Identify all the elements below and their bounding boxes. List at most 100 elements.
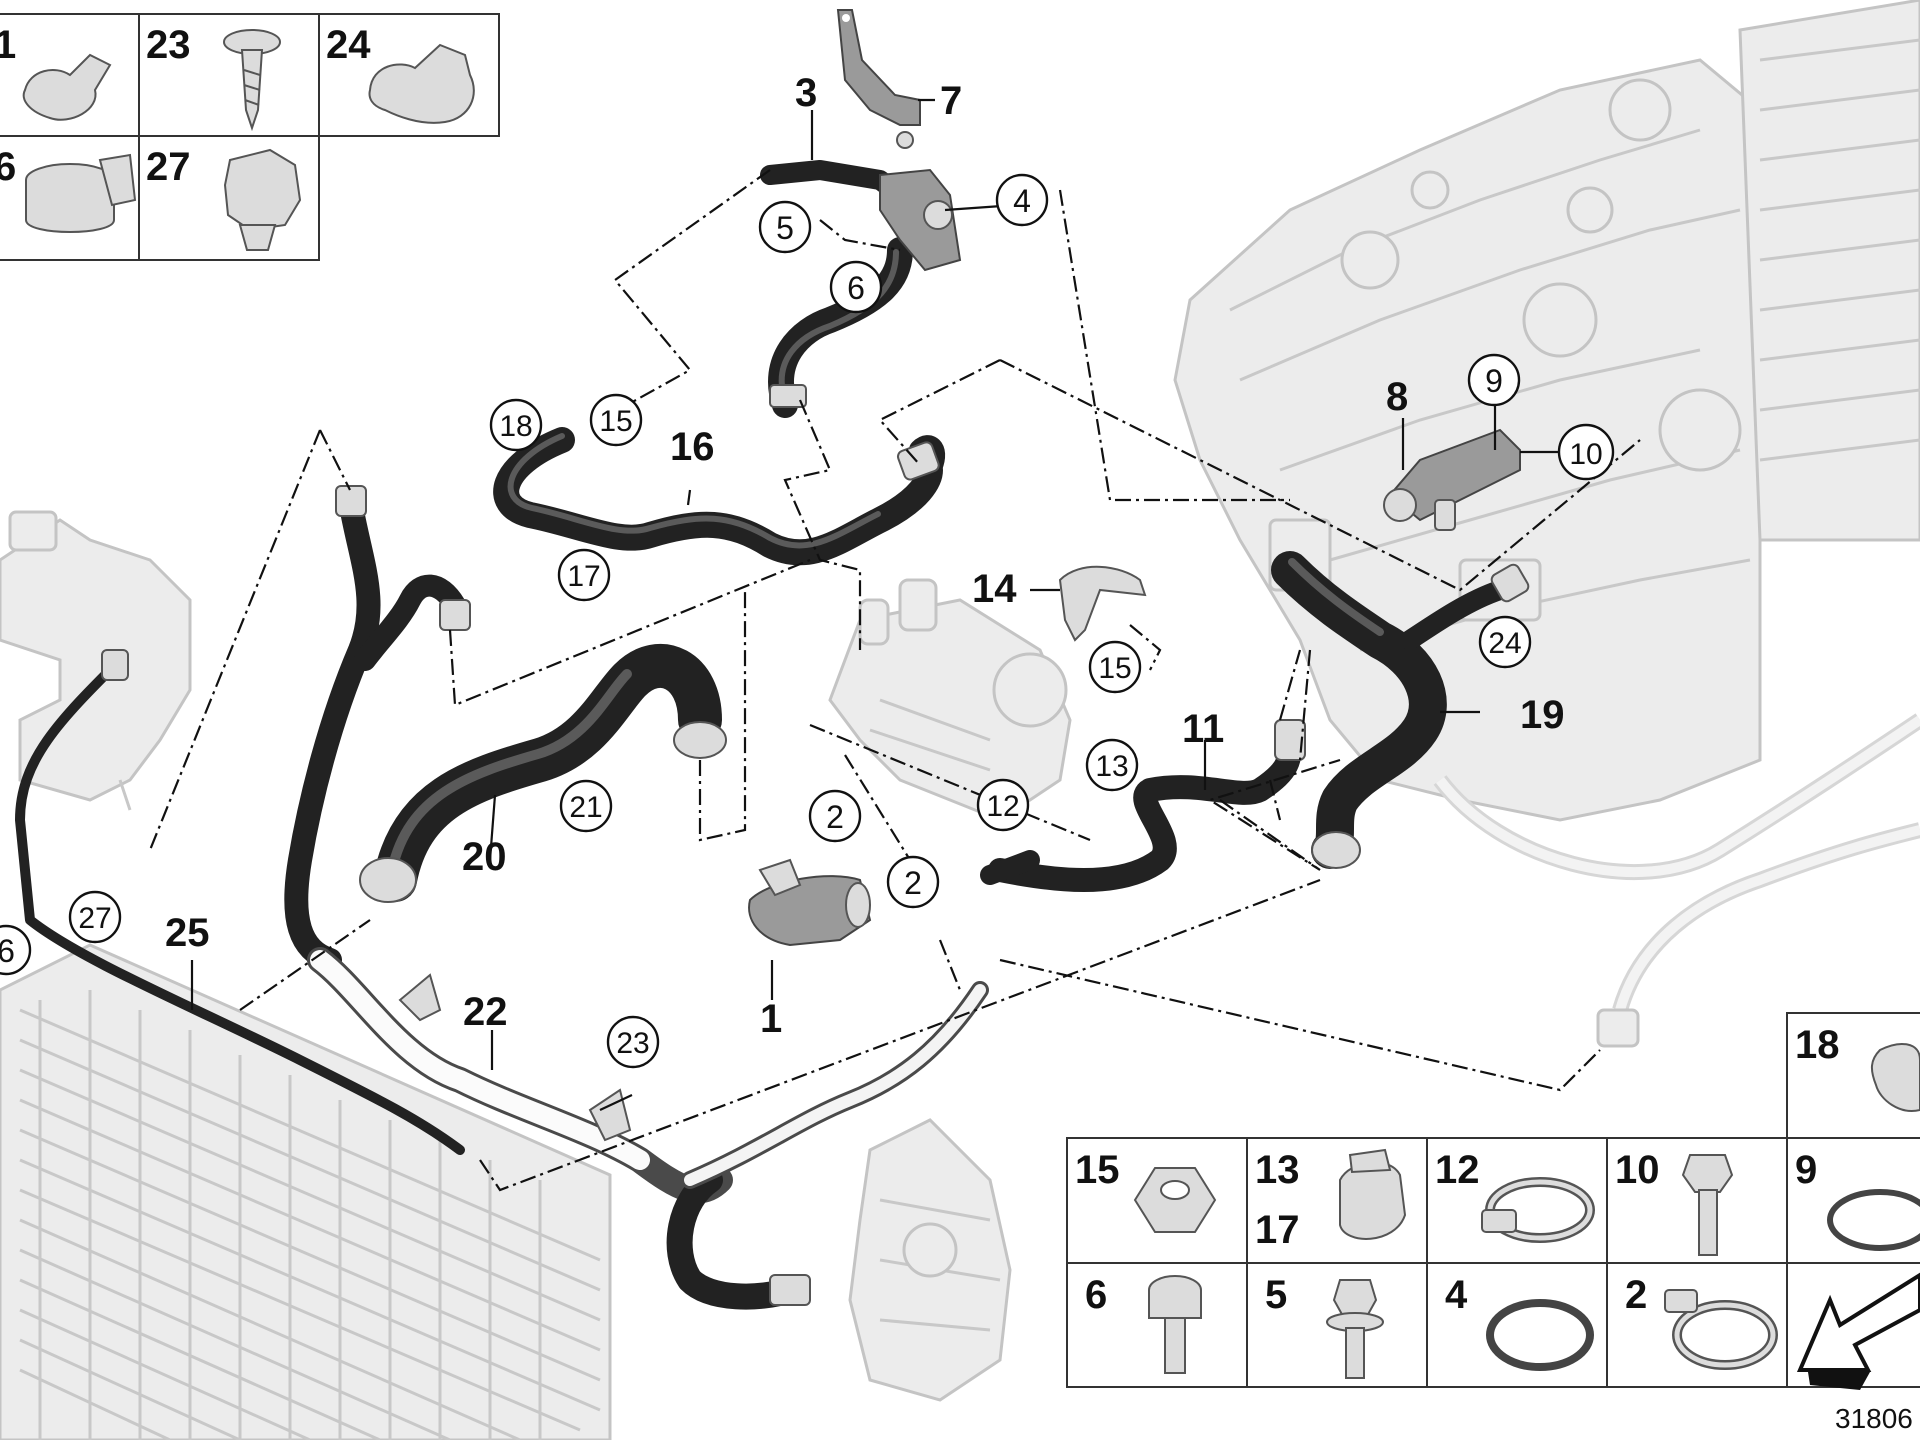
circled-callout-24: 24 bbox=[1478, 615, 1532, 669]
circled-callout-18: 18 bbox=[489, 398, 543, 452]
circled-callout-17: 17 bbox=[557, 548, 611, 602]
svg-text:2: 2 bbox=[826, 799, 844, 835]
circled-callout-4: 4 bbox=[995, 173, 1049, 227]
svg-text:18: 18 bbox=[1795, 1023, 1840, 1067]
callout-25: 25 bbox=[165, 911, 210, 955]
svg-text:17: 17 bbox=[567, 560, 600, 593]
circled-callout-13: 13 bbox=[1085, 738, 1139, 792]
circled-callout-21: 21 bbox=[559, 779, 613, 833]
svg-text:13: 13 bbox=[1255, 1148, 1300, 1192]
svg-text:6: 6 bbox=[0, 933, 15, 969]
legend-cell-15: 15 bbox=[1075, 1148, 1217, 1233]
callout-20: 20 bbox=[462, 835, 507, 879]
svg-text:6: 6 bbox=[0, 145, 16, 189]
svg-text:12: 12 bbox=[986, 790, 1019, 823]
svg-text:4: 4 bbox=[1013, 183, 1031, 219]
circled-callout-15-mid: 15 bbox=[1088, 640, 1142, 694]
callout-7: 7 bbox=[940, 79, 962, 123]
svg-text:18: 18 bbox=[499, 410, 532, 443]
radiator-ghost bbox=[0, 943, 612, 1440]
svg-text:9: 9 bbox=[1485, 363, 1503, 399]
circled-callout-15-top: 15 bbox=[589, 393, 643, 447]
legend-cell-6-bottom: 6 bbox=[1085, 1273, 1202, 1374]
legend-cell-27: 27 bbox=[146, 145, 302, 251]
legend-cell-23: 23 bbox=[146, 23, 281, 132]
legend-cell-18: 18 bbox=[1795, 1023, 1920, 1112]
svg-text:21: 21 bbox=[569, 791, 602, 824]
circled-callout-6-top: 6 bbox=[829, 260, 883, 314]
svg-text:23: 23 bbox=[146, 23, 191, 67]
assembly-dash-lines bbox=[148, 169, 1641, 1192]
callout-16: 16 bbox=[670, 425, 715, 469]
svg-text:9: 9 bbox=[1795, 1148, 1817, 1192]
hose-part-20 bbox=[359, 643, 727, 903]
bracket-part-7 bbox=[836, 9, 921, 149]
svg-text:23: 23 bbox=[616, 1027, 649, 1060]
engine-block-ghost bbox=[1173, 58, 1762, 822]
circled-callout-2-b: 2 bbox=[886, 855, 940, 909]
hose-bottom-u bbox=[666, 1167, 811, 1310]
svg-text:5: 5 bbox=[1265, 1273, 1287, 1317]
expansion-tank-ghost bbox=[0, 510, 192, 811]
cap-part-1 bbox=[748, 858, 872, 947]
hose-part-19 bbox=[1271, 551, 1530, 869]
legend-cell-13-17: 13 17 bbox=[1255, 1148, 1407, 1252]
legend-bottom-right: 18 15 13 17 12 10 9 6 bbox=[1066, 1012, 1920, 1390]
svg-text:2: 2 bbox=[1625, 1273, 1647, 1317]
aux-pump-ghost-bottom bbox=[848, 1118, 1012, 1402]
hose-left-vertical bbox=[284, 485, 471, 972]
pipe-part-22 bbox=[307, 947, 733, 1204]
callout-22: 22 bbox=[463, 990, 508, 1034]
svg-text:24: 24 bbox=[326, 23, 371, 67]
legend-cell-5: 5 bbox=[1265, 1273, 1384, 1379]
water-pump-ghost bbox=[828, 578, 1072, 822]
circled-callout-10: 10 bbox=[1557, 423, 1615, 481]
svg-text:15: 15 bbox=[1075, 1148, 1120, 1192]
svg-text:15: 15 bbox=[599, 405, 632, 438]
callout-8: 8 bbox=[1386, 375, 1408, 419]
circled-callout-5: 5 bbox=[758, 200, 812, 254]
legend-top-left: 1 23 24 6 27 bbox=[0, 13, 500, 261]
svg-text:1: 1 bbox=[0, 23, 16, 67]
svg-text:4: 4 bbox=[1445, 1273, 1468, 1317]
circled-callout-2-a: 2 bbox=[808, 789, 862, 843]
svg-text:13: 13 bbox=[1095, 750, 1128, 783]
ghost-coolant-pipe-right bbox=[1433, 713, 1920, 1048]
svg-text:24: 24 bbox=[1488, 627, 1521, 660]
hose-part-6 bbox=[760, 160, 962, 418]
svg-text:5: 5 bbox=[776, 210, 794, 246]
legend-cell-1: 1 bbox=[0, 23, 112, 121]
legend-cell-12: 12 bbox=[1435, 1148, 1595, 1243]
clip-part-14 bbox=[1058, 565, 1147, 642]
circled-callout-9: 9 bbox=[1467, 353, 1521, 407]
circled-callout-6-left: 6 bbox=[0, 924, 32, 976]
pipe-long-thin bbox=[681, 981, 989, 1189]
hose-part-16 bbox=[493, 427, 946, 566]
legend-cell-6: 6 bbox=[0, 145, 137, 233]
svg-text:27: 27 bbox=[78, 902, 111, 935]
arrow-icon bbox=[1796, 1272, 1920, 1390]
svg-text:10: 10 bbox=[1569, 438, 1602, 471]
svg-text:6: 6 bbox=[1085, 1273, 1107, 1317]
radiator-grille-ghost-top-right bbox=[1738, 0, 1920, 542]
callout-14: 14 bbox=[972, 567, 1017, 611]
svg-text:2: 2 bbox=[904, 865, 922, 901]
legend-cell-4: 4 bbox=[1445, 1273, 1594, 1371]
callouts-circled: 4 5 6 9 10 18 15 17 15 24 13 12 21 2 2 2… bbox=[0, 173, 1615, 1069]
svg-text:6: 6 bbox=[847, 270, 865, 306]
hose-thin-tank bbox=[15, 649, 465, 1155]
callouts-bold: 3 7 8 16 14 11 19 20 25 22 1 bbox=[165, 71, 1565, 1041]
svg-text:27: 27 bbox=[146, 145, 191, 189]
circled-callout-27: 27 bbox=[68, 890, 122, 944]
svg-text:17: 17 bbox=[1255, 1208, 1300, 1252]
circled-callout-23: 23 bbox=[606, 1015, 660, 1069]
reference-number: 31806 bbox=[1835, 1403, 1913, 1434]
legend-cell-24: 24 bbox=[326, 23, 475, 124]
callout-3: 3 bbox=[795, 71, 817, 115]
legend-cell-2: 2 bbox=[1625, 1273, 1778, 1370]
callout-19: 19 bbox=[1520, 693, 1565, 737]
legend-cell-10: 10 bbox=[1615, 1148, 1734, 1256]
svg-text:15: 15 bbox=[1098, 652, 1131, 685]
leader-lines bbox=[190, 98, 1560, 1111]
